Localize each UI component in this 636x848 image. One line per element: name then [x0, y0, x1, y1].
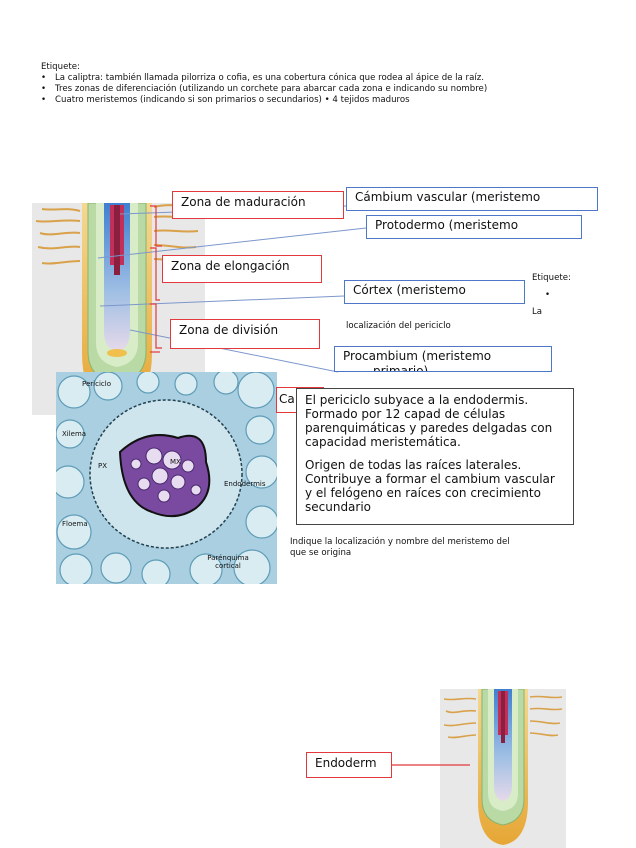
- side-note-heading: Etiquete:: [532, 273, 571, 283]
- pericycle-callout: El periciclo subyace a la endodermis. Fo…: [296, 388, 574, 525]
- callout-paragraph-2: Origen de todas las raíces laterales. Co…: [305, 458, 555, 514]
- pericycle-title: localización del periciclo: [346, 321, 451, 331]
- root-tip-diagram-small: [440, 689, 566, 848]
- instructions-heading: Etiquete:: [41, 62, 80, 72]
- label-endodermis-text: Endoderm: [315, 756, 377, 770]
- label-cortex: Córtex (meristemo: [344, 280, 525, 304]
- label-procambium-cut: primario): [373, 364, 429, 372]
- label-zona-division: Zona de división: [170, 319, 320, 349]
- label-procambium-text: Procambium (meristemo: [343, 349, 492, 363]
- label-procambium: Procambium (meristemo primario): [334, 346, 552, 372]
- micro-label-parenquima: Parénquima cortical: [207, 554, 249, 570]
- micro-label-floema: Floema: [62, 520, 88, 528]
- side-note-bullet: •: [545, 290, 551, 300]
- endodermis-leader-line: [390, 764, 470, 766]
- bullet-meristems: Cuatro meristemos (indicando si son prim…: [36, 95, 556, 106]
- label-endodermis: Endoderm: [306, 752, 392, 778]
- micro-label-mx: MX: [170, 458, 181, 466]
- label-zona-maduracion: Zona de maduración: [172, 191, 344, 219]
- micro-label-endodermis: Endodermis: [224, 480, 266, 488]
- micro-label-periciclo: Periciclo: [82, 380, 111, 388]
- bullet-calyptra: La caliptra: también llamada pilorriza o…: [36, 73, 556, 84]
- bullet-zones: Tres zonas de diferenciación (utilizando…: [36, 84, 556, 95]
- micro-label-px: PX: [98, 462, 108, 470]
- callout-paragraph-1: El periciclo subyace a la endodermis. Fo…: [305, 393, 553, 449]
- label-zona-elongacion: Zona de elongación: [162, 255, 322, 283]
- label-protodermo: Protodermo (meristemo: [366, 215, 582, 239]
- label-zona-maduracion-text: Zona de maduración: [181, 195, 306, 209]
- root-cross-section-micrograph: Periciclo Xilema Floema MX PX Endodermis…: [56, 372, 277, 584]
- prompt-text: Indique la localización y nombre del mer…: [290, 537, 510, 558]
- micrograph-image: [56, 372, 277, 584]
- label-cambium-vascular: Cámbium vascular (meristemo: [346, 187, 598, 211]
- instructions-list: La caliptra: también llamada pilorriza o…: [36, 73, 556, 106]
- side-note-text: La: [532, 307, 543, 317]
- micro-label-xilema: Xilema: [62, 430, 87, 438]
